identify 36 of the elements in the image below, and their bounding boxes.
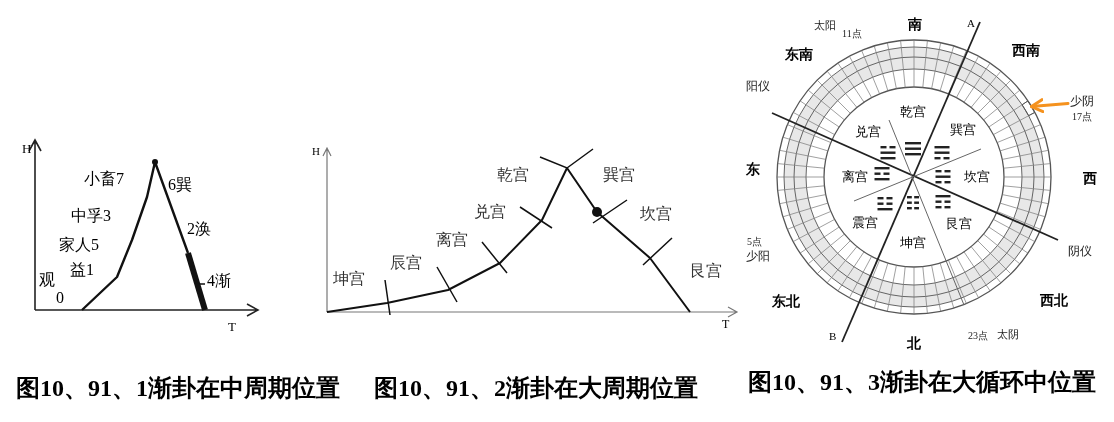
line-end-label: A [967,18,975,29]
direction-label: 南 [908,18,922,32]
direction-label: 东南 [785,48,813,62]
axis-label: T [722,318,730,330]
ring-cell [1021,100,1036,117]
direction-label: 西南 [1012,44,1040,58]
phase-label: 少阴 [1070,95,1096,108]
direction-label: 西 [1083,172,1097,186]
arrow [1030,98,1070,114]
figure-caption: 图10、91、1渐卦在中周期位置 [16,376,340,400]
figure-caption: 图10、91、2渐卦在大周期位置 [374,376,698,400]
axis-label: T [228,320,236,333]
phase-label: 少阳 [746,250,770,262]
axis-label: H [312,146,320,157]
phase-label: 阴仪 [1068,245,1092,257]
line-end-label: B [829,331,837,342]
palace-label: 乾宫 [900,105,926,118]
time-label: 5点 [747,237,762,247]
phase-label: 太阳 [814,20,836,31]
palace-label: 坎宫 [964,170,990,183]
direction-label: 东 [746,163,760,177]
phase-label: 阳仪 [746,80,770,92]
phase-label: 太阴 [997,329,1019,340]
time-label: 17点 [1072,112,1092,122]
palace-label: 艮宫 [946,217,972,230]
direction-label: 东北 [772,295,800,309]
time-label: 23点 [968,331,988,341]
figure-caption: 图10、91、3渐卦在大循环中位置 [748,370,1096,394]
direction-label: 西北 [1040,294,1068,308]
direction-label: 北 [907,337,921,351]
palace-label: 巽宫 [950,123,976,136]
palace-label: 离宫 [842,170,868,183]
palace-label: 坤宫 [900,236,926,249]
time-label: 11点 [842,29,862,39]
palace-label: 兑宫 [855,125,881,138]
palace-label: 震宫 [852,216,878,229]
